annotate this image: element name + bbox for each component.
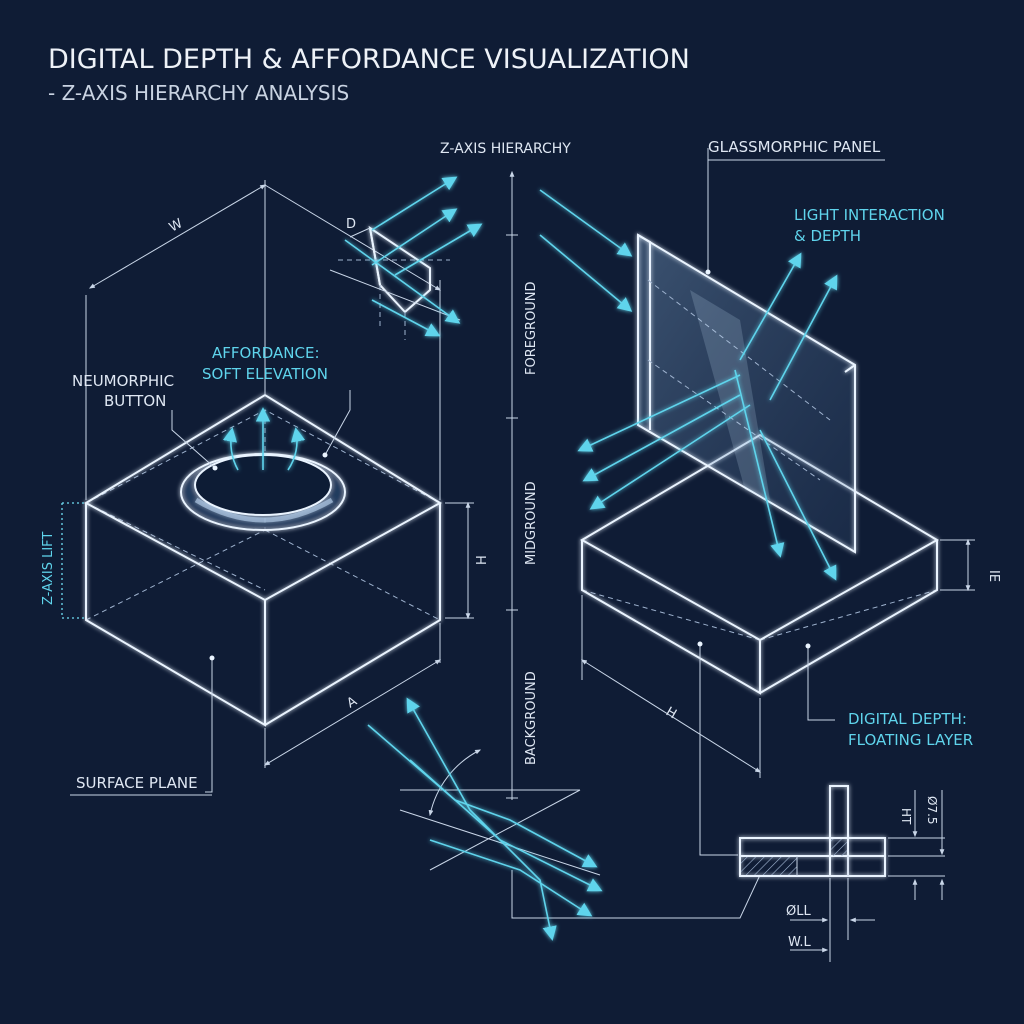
neumorphic-box: W H A Z-AXIS LIFT (41, 180, 490, 768)
depth-detail-prism: D (329, 176, 483, 350)
right-callouts (697, 148, 885, 856)
z-axis-hierarchy-label: Z-AXIS HIERARCHY (440, 141, 571, 157)
dim-ie: IE (986, 570, 1001, 582)
dim-wl: W.L (788, 935, 811, 950)
background-label: BACKGROUND (524, 671, 539, 765)
section-detail (739, 785, 945, 962)
dim-ht: HT (899, 808, 913, 825)
dim-d: D (346, 217, 356, 232)
light-interaction-label-1: LIGHT INTERACTION (794, 206, 945, 224)
foreground-label: FOREGROUND (524, 281, 539, 375)
light-interaction-label-2: & DEPTH (794, 227, 861, 245)
digital-depth-label-1: DIGITAL DEPTH: (848, 710, 967, 728)
slab-dimension-lines (580, 538, 975, 778)
glass-panel (637, 233, 856, 554)
dim-dia-75: Ø7.5 (925, 796, 939, 825)
refraction-rays (367, 697, 761, 941)
neumorphic-label-2: BUTTON (104, 392, 166, 410)
midground-label: MIDGROUND (524, 481, 539, 565)
glassmorphic-panel-label: GLASSMORPHIC PANEL (708, 138, 881, 156)
dim-h-left: H (475, 555, 490, 565)
affordance-label-1: AFFORDANCE: (212, 344, 320, 362)
dim-w: W (167, 216, 186, 235)
z-axis-lift-label: Z-AXIS LIFT (41, 532, 56, 605)
light-rays (539, 189, 838, 581)
z-axis: Z-AXIS HIERARCHY FOREGROUND MIDGROUND BA… (440, 141, 571, 800)
dim-a: A (345, 694, 360, 711)
affordance-label-2: SOFT ELEVATION (202, 365, 328, 383)
surface-plane-label: SURFACE PLANE (76, 774, 198, 792)
digital-depth-label-2: FLOATING LAYER (848, 731, 973, 749)
dim-dia-ll: ØLL (786, 904, 811, 919)
button-ring (180, 453, 346, 531)
page-title: DIGITAL DEPTH & AFFORDANCE VISUALIZATION (48, 44, 690, 75)
neumorphic-label-1: NEUMORPHIC (72, 372, 174, 390)
elevation-arrows (222, 407, 306, 471)
left-callouts (70, 390, 351, 796)
page-subtitle: - Z-AXIS HIERARCHY ANALYSIS (48, 81, 349, 105)
